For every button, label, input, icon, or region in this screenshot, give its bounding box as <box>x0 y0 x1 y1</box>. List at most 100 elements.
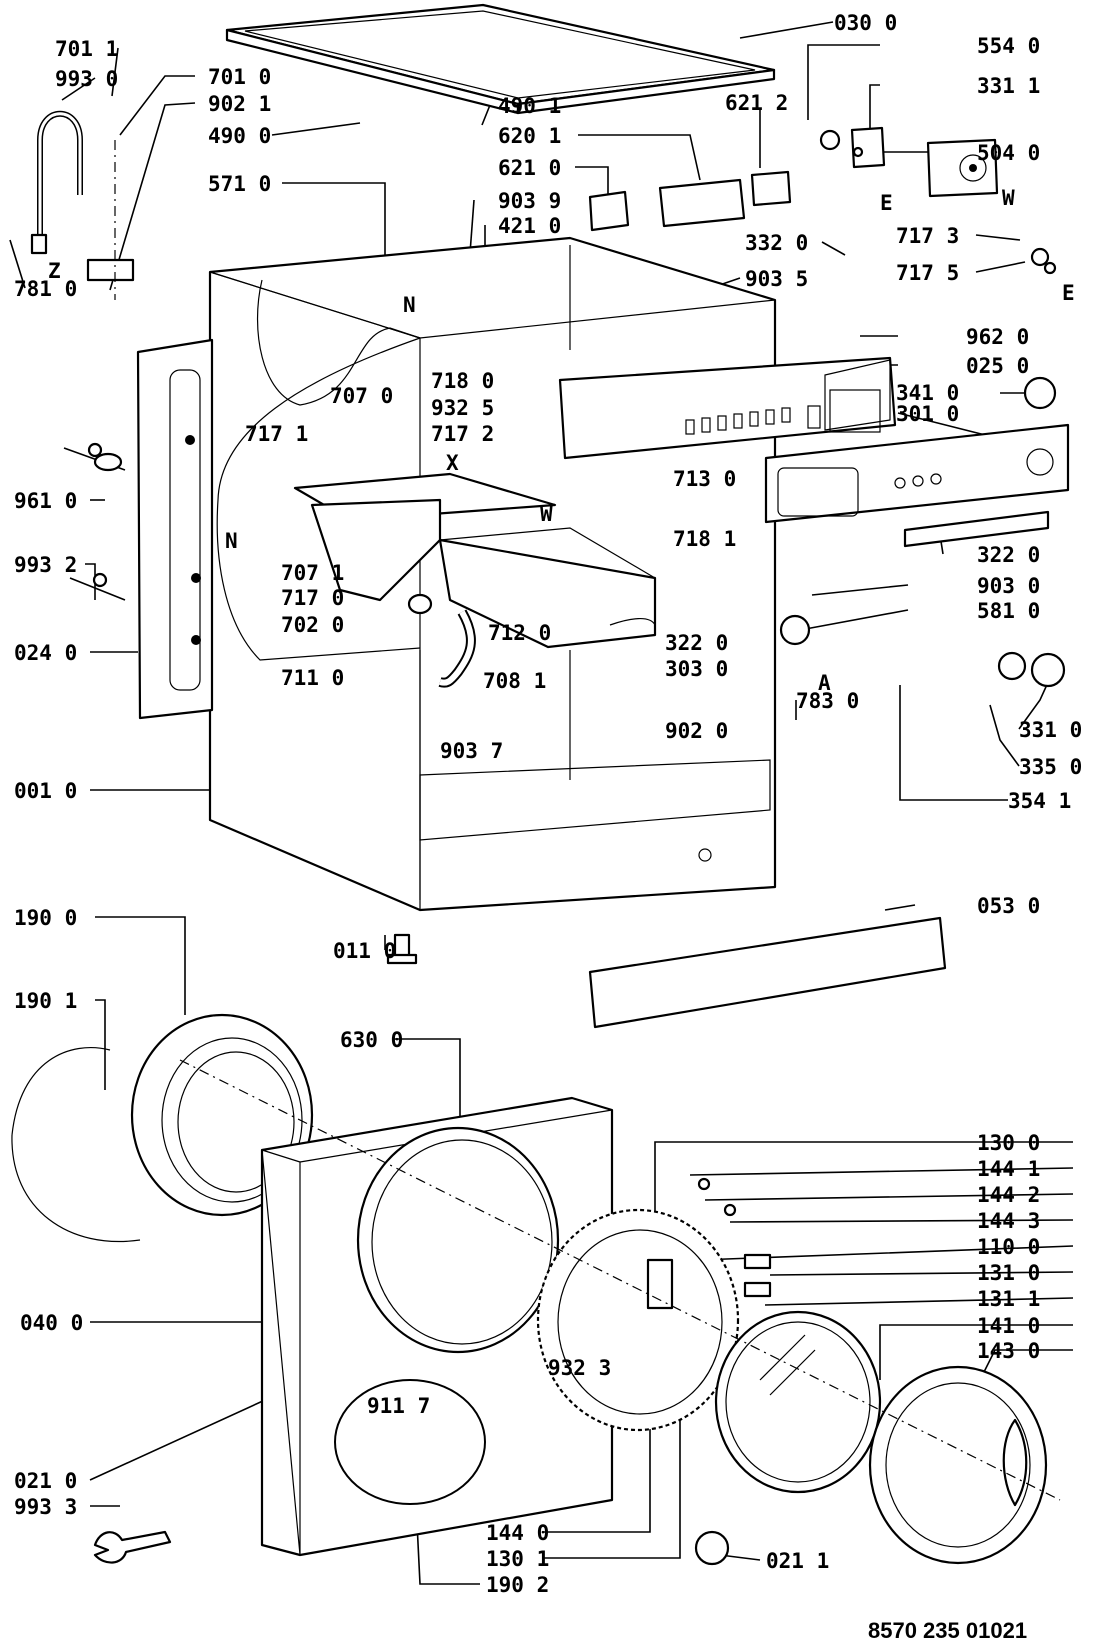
callout-717-1: 717 1 <box>245 422 308 446</box>
callout-708-1: 708 1 <box>483 669 546 693</box>
callout-993-3: 993 3 <box>14 1495 77 1519</box>
knob-341 <box>1023 376 1057 410</box>
drawing-code: 8570 235 01021 <box>868 1618 1027 1643</box>
callout-144-1: 144 1 <box>977 1157 1040 1181</box>
outer-door-ring <box>868 1365 1048 1565</box>
callout-902-0: 902 0 <box>665 719 728 743</box>
detergent-dispenser <box>293 472 657 649</box>
callout-903-0: 903 0 <box>977 574 1040 598</box>
callout-717-3: 717 3 <box>896 224 959 248</box>
callout-718-0: 718 0 <box>431 369 494 393</box>
mark-w-center: W <box>540 502 553 526</box>
callout-490-0: 490 0 <box>208 124 271 148</box>
bolt-icon <box>63 146 1057 1217</box>
callout-341-0: 341 0 <box>896 381 959 405</box>
callout-141-0: 141 0 <box>977 1314 1040 1338</box>
callout-707-1: 707 1 <box>281 561 344 585</box>
front-panel <box>260 1096 614 1557</box>
callout-961-0: 961 0 <box>14 489 77 513</box>
mark-z: Z <box>48 259 61 283</box>
mark-x: X <box>446 451 459 475</box>
callout-131-1: 131 1 <box>977 1287 1040 1311</box>
callout-024-0: 024 0 <box>14 641 77 665</box>
callout-143-0: 143 0 <box>977 1339 1040 1363</box>
callout-504-0: 504 0 <box>977 141 1040 165</box>
front-fascia <box>764 423 1070 524</box>
program-buttons <box>685 405 821 435</box>
callout-718-1: 718 1 <box>673 527 736 551</box>
callout-932-5: 932 5 <box>431 396 494 420</box>
plinth <box>588 916 947 1029</box>
callout-001-0: 001 0 <box>14 779 77 803</box>
adjustable-foot <box>386 933 418 965</box>
mark-e-upper: E <box>880 191 893 215</box>
callout-962-0: 962 0 <box>966 325 1029 349</box>
inner-door-ring <box>536 1208 772 1432</box>
callout-190-0: 190 0 <box>14 906 77 930</box>
callout-331-0: 331 0 <box>1019 718 1082 742</box>
callout-621-2: 621 2 <box>725 91 788 115</box>
callout-130-1: 130 1 <box>486 1547 549 1571</box>
part-labels: 030 0 554 0 331 1 504 0 717 3 717 5 962 … <box>14 11 1082 1643</box>
callout-021-0: 021 0 <box>14 1469 77 1493</box>
mark-e-right: E <box>1062 281 1075 305</box>
callout-301-0: 301 0 <box>896 402 959 426</box>
callout-144-3: 144 3 <box>977 1209 1040 1233</box>
callout-707-0: 707 0 <box>330 384 393 408</box>
callout-303-0: 303 0 <box>665 657 728 681</box>
door-glass <box>714 1310 882 1494</box>
callout-490-1: 490 1 <box>498 94 561 118</box>
selector-switch <box>819 126 886 169</box>
timer-unit <box>926 138 999 198</box>
callout-025-0: 025 0 <box>966 354 1029 378</box>
callout-030-0: 030 0 <box>834 11 897 35</box>
callout-021-1: 021 1 <box>766 1549 829 1573</box>
parts <box>11 3 1070 1566</box>
callout-554-0: 554 0 <box>977 34 1040 58</box>
callout-932-3: 932 3 <box>548 1356 611 1380</box>
callout-335-0: 335 0 <box>1019 755 1082 779</box>
callout-322-0-center: 322 0 <box>665 631 728 655</box>
callout-621-0: 621 0 <box>498 156 561 180</box>
callout-331-1: 331 1 <box>977 74 1040 98</box>
callout-903-5: 903 5 <box>745 267 808 291</box>
callout-701-0: 701 0 <box>208 65 271 89</box>
callout-571-0: 571 0 <box>208 172 271 196</box>
callout-421-0: 421 0 <box>498 214 561 238</box>
callout-713-0: 713 0 <box>673 467 736 491</box>
callout-783-0: 783 0 <box>796 689 859 713</box>
callout-053-0: 053 0 <box>977 894 1040 918</box>
callout-322-0-right: 322 0 <box>977 543 1040 567</box>
callout-903-9: 903 9 <box>498 189 561 213</box>
knob-icon <box>93 452 123 472</box>
top-cover <box>225 3 776 115</box>
mark-n-left: N <box>225 529 238 553</box>
callout-011-0: 011 0 <box>333 939 396 963</box>
callout-131-0: 131 0 <box>977 1261 1040 1285</box>
callout-581-0: 581 0 <box>977 599 1040 623</box>
connector-blocks <box>588 170 792 232</box>
callout-717-2: 717 2 <box>431 422 494 446</box>
callout-717-0: 717 0 <box>281 586 344 610</box>
callout-911-7: 911 7 <box>367 1394 430 1418</box>
hose-icon <box>30 110 135 282</box>
mark-w-upper: W <box>1002 186 1015 210</box>
display-strip <box>903 510 1050 548</box>
control-panel-frame <box>558 356 897 460</box>
callout-993-0: 993 0 <box>55 67 118 91</box>
side-panel <box>136 338 214 720</box>
callout-717-5: 717 5 <box>896 261 959 285</box>
callout-630-0: 630 0 <box>340 1028 403 1052</box>
callout-702-0: 702 0 <box>281 613 344 637</box>
callout-711-0: 711 0 <box>281 666 344 690</box>
callout-993-2: 993 2 <box>14 553 77 577</box>
callout-130-0: 130 0 <box>977 1131 1040 1155</box>
callout-354-1: 354 1 <box>1008 789 1071 813</box>
pressure-switch <box>779 614 811 646</box>
control-knobs <box>997 651 1066 688</box>
callout-903-7: 903 7 <box>440 739 503 763</box>
door-handle <box>694 1530 730 1566</box>
callout-190-2: 190 2 <box>486 1573 549 1597</box>
callout-190-1: 190 1 <box>14 989 77 1013</box>
